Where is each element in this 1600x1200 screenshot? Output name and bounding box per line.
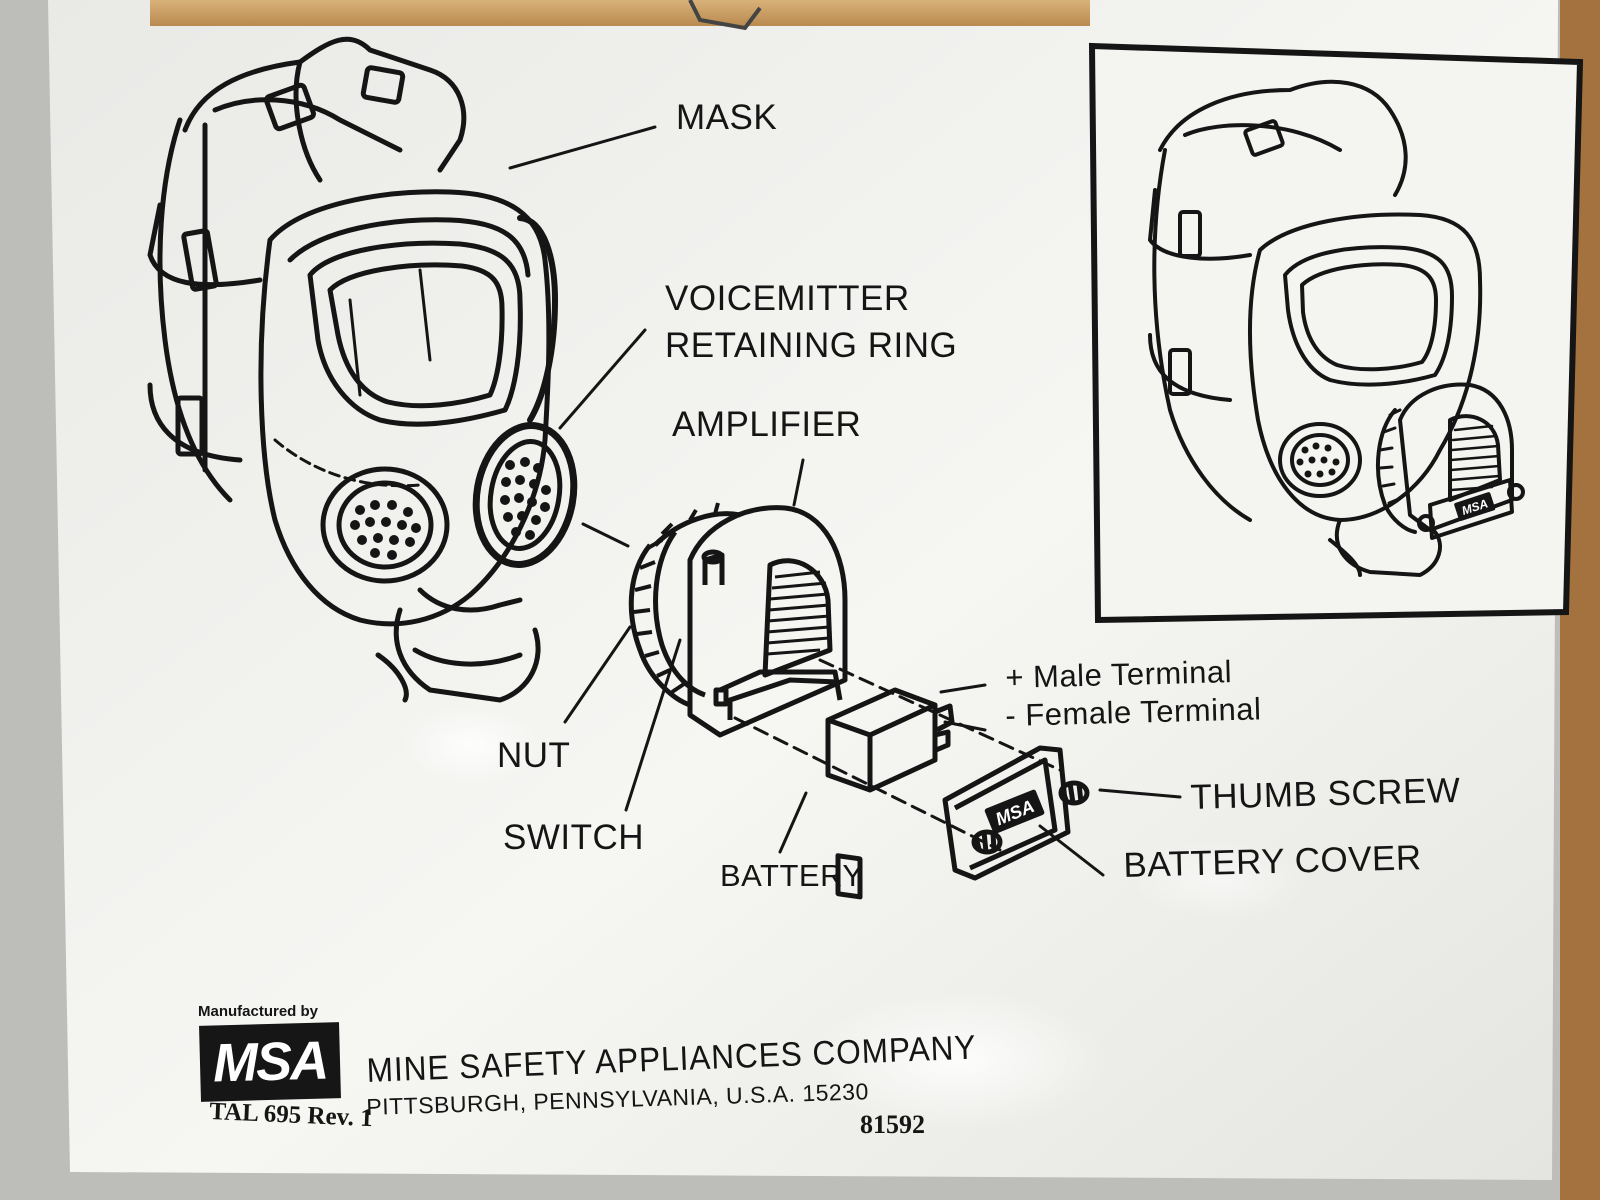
label-male-terminal: + Male Terminal xyxy=(1004,654,1233,695)
label-nut: NUT xyxy=(497,736,571,775)
label-amplifier: AMPLIFIER xyxy=(672,405,862,444)
label-mask: MASK xyxy=(676,98,778,137)
label-battery: BATTERY xyxy=(720,858,864,893)
assembled-mask-drawing: MSA xyxy=(1148,79,1525,577)
wooden-clip xyxy=(150,0,1090,31)
assembled-mask-inset: MSA xyxy=(1088,42,1584,624)
leader-lines xyxy=(508,125,1182,877)
msa-logo: MSA xyxy=(199,1022,341,1102)
label-battery-cover: BATTERY COVER xyxy=(1122,838,1423,885)
label-retaining-ring: RETAINING RING xyxy=(665,326,958,365)
label-female-terminal: - Female Terminal xyxy=(1004,691,1262,733)
battery-block xyxy=(825,687,955,900)
document-code: 81592 xyxy=(860,1110,925,1139)
amplifier-unit xyxy=(628,502,848,738)
label-thumb-screw: THUMB SCREW xyxy=(1189,770,1461,817)
manufactured-by-text: Manufactured by xyxy=(198,1003,319,1020)
label-voicemitter: VOICEMITTER xyxy=(665,279,910,318)
label-switch: SWITCH xyxy=(503,818,645,857)
gas-mask-drawing xyxy=(147,36,578,703)
